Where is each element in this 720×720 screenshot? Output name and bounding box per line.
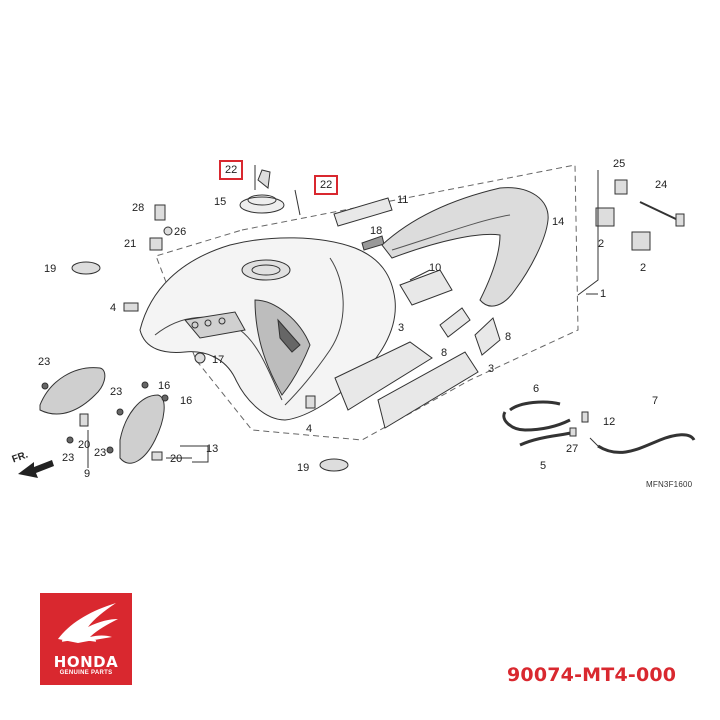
fuel-cap-key bbox=[257, 169, 271, 189]
part-25 bbox=[614, 179, 628, 195]
callout-2: 2 bbox=[598, 238, 605, 250]
clip-12 bbox=[581, 411, 589, 423]
callout-26: 26 bbox=[174, 226, 187, 238]
pad-8-left bbox=[439, 307, 471, 338]
rubber-mount-2a bbox=[595, 207, 615, 227]
part-26 bbox=[163, 226, 173, 236]
rubber-mount-2b bbox=[631, 231, 651, 251]
callout-8: 8 bbox=[441, 347, 448, 359]
tank-wing-emblem bbox=[277, 318, 301, 353]
hose-6 bbox=[509, 400, 561, 412]
callout-21: 21 bbox=[124, 238, 137, 250]
part-28 bbox=[154, 204, 166, 221]
callout-18: 18 bbox=[370, 225, 383, 237]
callout-23: 23 bbox=[38, 356, 51, 368]
callout-28: 28 bbox=[132, 202, 145, 214]
part-17 bbox=[194, 352, 206, 364]
callout-7: 7 bbox=[652, 395, 659, 407]
strip-3-lower bbox=[377, 351, 479, 429]
callout-14: 14 bbox=[552, 216, 565, 228]
grommet-19-lower bbox=[319, 458, 349, 472]
callout-1: 1 bbox=[600, 288, 607, 300]
callout-25: 25 bbox=[613, 158, 626, 170]
callout-8: 8 bbox=[505, 331, 512, 343]
strip-18 bbox=[361, 235, 385, 251]
callout-19: 19 bbox=[297, 462, 310, 474]
callout-9: 9 bbox=[84, 468, 91, 480]
logo-tagline: GENUINE PARTS bbox=[59, 670, 113, 676]
bolt-24 bbox=[639, 201, 679, 221]
honda-genuine-parts-logo: HONDA GENUINE PARTS bbox=[40, 593, 132, 685]
callout-16: 16 bbox=[180, 395, 193, 407]
pad-8-right bbox=[474, 317, 501, 356]
strip-3-upper bbox=[334, 341, 433, 411]
left-grille-lower bbox=[119, 394, 165, 464]
callout-20: 20 bbox=[170, 453, 183, 465]
callout-10: 10 bbox=[429, 262, 442, 274]
strip-11 bbox=[333, 197, 393, 227]
part-4-left bbox=[123, 302, 139, 312]
grommet-19-left bbox=[71, 261, 101, 275]
callout-24: 24 bbox=[655, 179, 668, 191]
tank-front-grille bbox=[184, 311, 246, 339]
callout-12: 12 bbox=[603, 416, 616, 428]
part-21 bbox=[149, 237, 163, 251]
part-4-lower bbox=[305, 395, 316, 409]
callout-22-highlighted: 22 bbox=[219, 160, 244, 180]
front-arrow-icon bbox=[18, 460, 54, 478]
logo-brand: HONDA bbox=[53, 653, 119, 671]
callout-15: 15 bbox=[214, 196, 227, 208]
fuel-cap-opening bbox=[241, 259, 291, 281]
callout-2: 2 bbox=[640, 262, 647, 274]
callout-5: 5 bbox=[540, 460, 547, 472]
hose-7 bbox=[597, 433, 696, 454]
left-grille-upper bbox=[39, 367, 106, 415]
side-cover-14 bbox=[381, 187, 549, 307]
callout-22-highlighted: 22 bbox=[314, 175, 339, 195]
callout-4: 4 bbox=[306, 423, 313, 435]
callout-3: 3 bbox=[488, 363, 495, 375]
callout-23: 23 bbox=[110, 386, 123, 398]
clip-27 bbox=[569, 427, 577, 437]
callout-17: 17 bbox=[212, 354, 225, 366]
callout-6: 6 bbox=[533, 383, 540, 395]
callout-16: 16 bbox=[158, 380, 171, 392]
callout-19: 19 bbox=[44, 263, 57, 275]
callout-23: 23 bbox=[94, 447, 107, 459]
callout-4: 4 bbox=[110, 302, 117, 314]
diagram-code: MFN3F1600 bbox=[646, 480, 693, 489]
callout-3: 3 bbox=[398, 322, 405, 334]
strip-10 bbox=[399, 269, 453, 306]
callout-27: 27 bbox=[566, 443, 579, 455]
callout-11: 11 bbox=[397, 194, 409, 206]
callout-20: 20 bbox=[78, 439, 91, 451]
part-number: 90074-MT4-000 bbox=[507, 664, 677, 686]
callout-23: 23 bbox=[62, 452, 75, 464]
tank-side-panel bbox=[254, 299, 311, 396]
callout-13: 13 bbox=[206, 443, 219, 455]
honda-wing-icon bbox=[58, 603, 118, 643]
